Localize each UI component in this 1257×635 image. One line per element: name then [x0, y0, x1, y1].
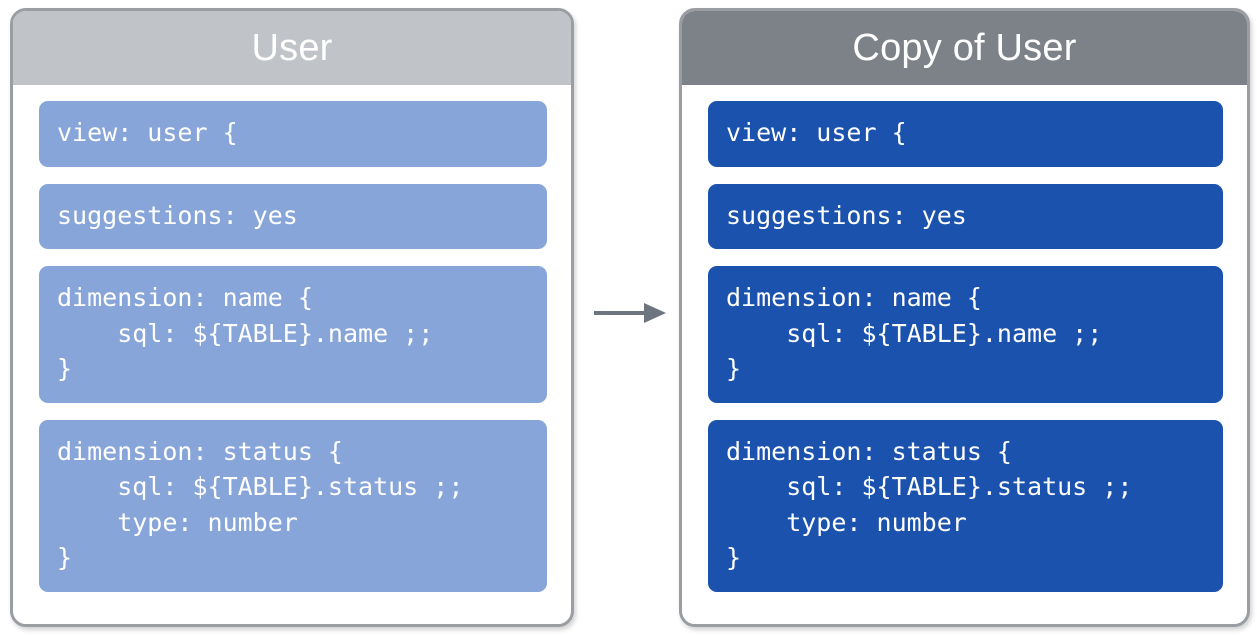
arrow-right-icon [594, 303, 666, 323]
copy-card-title: Copy of User [682, 11, 1247, 85]
copy-card-body: view: user { suggestions: yes dimension:… [682, 85, 1247, 612]
source-view-card: User view: user { suggestions: yes dimen… [10, 8, 574, 627]
source-code-block-dimension-status: dimension: status { sql: ${TABLE}.status… [39, 419, 547, 592]
source-code-block-suggestions: suggestions: yes [39, 183, 547, 249]
copy-view-card: Copy of User view: user { suggestions: y… [679, 8, 1250, 627]
source-card-title: User [13, 11, 571, 85]
copy-code-block-dimension-status: dimension: status { sql: ${TABLE}.status… [708, 419, 1223, 592]
copy-code-block-dimension-name: dimension: name { sql: ${TABLE}.name ;; … [708, 266, 1223, 403]
copy-arrow [594, 300, 666, 326]
copy-code-block-suggestions: suggestions: yes [708, 183, 1223, 249]
source-card-body: view: user { suggestions: yes dimension:… [13, 85, 571, 612]
copy-code-block-view: view: user { [708, 101, 1223, 167]
source-code-block-view: view: user { [39, 101, 547, 167]
source-code-block-dimension-name: dimension: name { sql: ${TABLE}.name ;; … [39, 266, 547, 403]
